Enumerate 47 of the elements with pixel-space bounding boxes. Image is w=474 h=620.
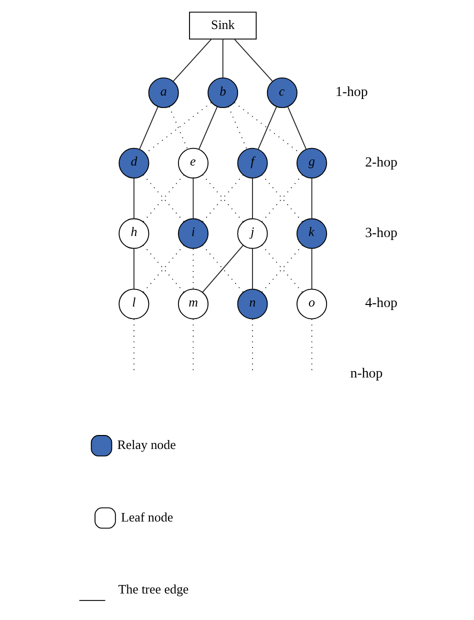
- connector: [198, 106, 218, 150]
- label: 4-hop: [365, 296, 398, 312]
- node-circle: g: [296, 148, 328, 178]
- connector: [133, 248, 134, 290]
- node-circle: l: [118, 288, 150, 320]
- node-circle: d: [118, 148, 150, 178]
- connector: [142, 244, 184, 293]
- connector: [172, 38, 212, 82]
- legend-label: Relay node: [117, 437, 176, 452]
- connector: [261, 174, 303, 222]
- label: 2-hop: [365, 155, 398, 170]
- label: 1-hop: [335, 85, 368, 100]
- node-circle: a: [148, 77, 179, 108]
- connector: [139, 106, 158, 150]
- connector: [168, 106, 188, 150]
- connector: [202, 174, 244, 222]
- connector: [258, 106, 278, 150]
- node-circle: m: [178, 288, 209, 320]
- connector: [192, 178, 194, 220]
- node-circle: c: [266, 77, 298, 108]
- connector: [252, 178, 253, 220]
- node-circle: o: [296, 288, 328, 320]
- node-circle: i: [178, 218, 209, 249]
- label: 3-hop: [365, 226, 398, 241]
- node-circle: h: [118, 218, 150, 249]
- connector: [287, 106, 307, 150]
- connector: [311, 178, 312, 220]
- node-circle: e: [178, 148, 209, 178]
- node-circle: n: [237, 288, 268, 320]
- label: n-hop: [350, 366, 383, 382]
- node-circle: j: [237, 218, 268, 249]
- connector: [228, 106, 248, 150]
- connector: [222, 38, 224, 78]
- node-circle: b: [208, 77, 238, 108]
- connector: [311, 248, 312, 290]
- connector: [261, 244, 303, 293]
- node-box: Sink: [189, 12, 257, 40]
- connector: [133, 178, 134, 220]
- node-circle: f: [237, 148, 268, 178]
- connector: [142, 174, 184, 222]
- connector: [202, 244, 244, 293]
- connector: [252, 248, 253, 290]
- legend-label: Leaf node: [120, 509, 174, 524]
- connector: [234, 38, 273, 82]
- node-circle: k: [296, 218, 328, 249]
- connector: [192, 248, 194, 290]
- legend-label: The tree edge: [118, 582, 189, 597]
